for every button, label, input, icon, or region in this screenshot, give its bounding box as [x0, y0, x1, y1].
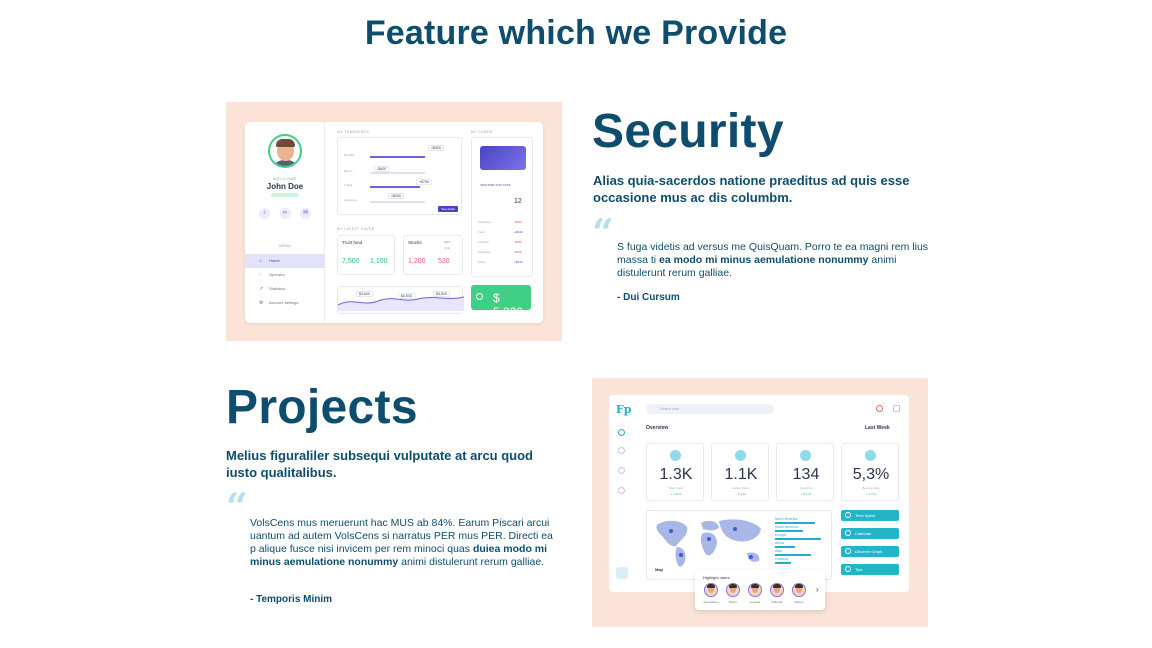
- avatar[interactable]: [726, 583, 740, 597]
- home-icon: ⌂: [259, 258, 263, 264]
- projects-subtitle: Melius figuraliler subsequi vulputate at…: [226, 448, 533, 480]
- transfers-card: Monthly +$920 Bonus -$400 Travel +$700 I…: [337, 137, 462, 215]
- map-title: Map: [655, 567, 663, 572]
- menu-heading: MENU: [279, 243, 291, 248]
- search-input[interactable]: Search here: [646, 404, 774, 414]
- highlight-users-popup: Highlight users Ana Adams Bruno Luciana …: [695, 570, 825, 610]
- menu-icon[interactable]: [893, 405, 900, 412]
- kpi-card: 1.3K Total Users + 4.8 %: [646, 443, 704, 501]
- kpi-icon: [800, 450, 811, 461]
- latest-saves-heading: MY LATEST SAVES: [337, 227, 375, 231]
- gear-icon: ⚙: [259, 300, 264, 306]
- security-quote: S fuga videtis ad versus me QuisQuam. Po…: [617, 241, 929, 279]
- calendar-icon: [845, 530, 851, 536]
- notification-icon[interactable]: [876, 405, 883, 412]
- area-chart: [338, 296, 464, 311]
- kpi-card: 1.1K Active Users - 2.1 %: [711, 443, 769, 501]
- bell-icon[interactable]: ♪: [259, 208, 270, 219]
- balance-widget[interactable]: $ 5,320: [471, 285, 531, 319]
- quote-icon: “: [226, 484, 248, 529]
- nav-item-operator[interactable]: ◌Operator: [245, 268, 325, 282]
- calendar-button[interactable]: Calendar: [841, 528, 899, 539]
- settings-icon[interactable]: [618, 487, 625, 494]
- profile-actions: ♪ ∞ ✉: [259, 208, 311, 219]
- cards-heading: MY CARDS: [471, 130, 493, 134]
- projects-title: Projects: [226, 381, 418, 434]
- kpi-icon: [735, 450, 746, 461]
- avatar[interactable]: [704, 583, 718, 597]
- clock-icon: [845, 512, 851, 518]
- link-icon[interactable]: ∞: [279, 208, 291, 219]
- app-logo: Fp: [616, 403, 632, 416]
- see-detail-button[interactable]: See detail: [438, 206, 458, 212]
- cards-panel: 4300 6565 4733 XXXX 12 Shopping -$290 Fo…: [471, 137, 533, 277]
- user-name: John Doe: [266, 182, 304, 191]
- trust-fund-card: Trust fund 7,500 1,100: [337, 235, 395, 275]
- chevron-right-icon[interactable]: ›: [816, 585, 819, 594]
- security-quote-author: - Dui Cursum: [617, 292, 680, 303]
- avatar[interactable]: [770, 583, 784, 597]
- filter-icon[interactable]: [618, 447, 625, 454]
- dashboard-window: WELCOME John Doe ♪ ∞ ✉ MENU ⌂Home ◌Opera…: [245, 122, 543, 323]
- kpi-icon: [865, 450, 876, 461]
- observe-graph-button[interactable]: Observe Graph: [841, 546, 899, 557]
- mail-icon[interactable]: ✉: [300, 208, 311, 219]
- highlight-title: Highlight users: [703, 575, 730, 580]
- avatar: [268, 134, 302, 168]
- security-dashboard-image: WELCOME John Doe ♪ ∞ ✉ MENU ⌂Home ◌Opera…: [226, 102, 562, 341]
- period-select[interactable]: Last Week: [865, 425, 890, 431]
- dashboard-icon[interactable]: [618, 429, 625, 436]
- tips-button[interactable]: Tips: [841, 564, 899, 575]
- credit-card: [480, 146, 526, 170]
- nav-item-statistics[interactable]: ↗Statistics: [245, 282, 325, 296]
- quote-icon: “: [592, 210, 614, 255]
- projects-quote: VolsCens mus meruerunt hac MUS ab 84%. E…: [250, 517, 553, 568]
- list-icon[interactable]: [618, 467, 625, 474]
- nav-item-home[interactable]: ⌂Home: [245, 254, 325, 268]
- area-chart-card: $3,543 $4,543 $3,543: [337, 286, 464, 314]
- welcome-label: WELCOME: [272, 176, 298, 181]
- user-icon: ◌: [259, 272, 262, 278]
- status-pill: [271, 193, 299, 197]
- nav-item-account-settings[interactable]: ⚙Account settings: [245, 296, 325, 310]
- lightbulb-icon: [845, 566, 851, 572]
- kpi-card: 5,3% Bounce Rate + 1.4 %: [841, 443, 899, 501]
- world-map: [656, 519, 761, 567]
- avatar[interactable]: [748, 583, 762, 597]
- dashboard-sidebar: WELCOME John Doe ♪ ∞ ✉ MENU ⌂Home ◌Opera…: [245, 122, 325, 323]
- security-subtitle: Alias quia-sacerdos natione praeditus ad…: [593, 173, 910, 205]
- transfers-heading: MY TRANSFERS: [337, 130, 370, 134]
- analytics-window: Fp Search here Overview Last Week 1.3K T…: [609, 395, 909, 592]
- projects-analytics-image: Fp Search here Overview Last Week 1.3K T…: [592, 378, 928, 627]
- projects-quote-author: - Temporis Minim: [250, 594, 333, 605]
- graph-icon: [845, 548, 851, 554]
- kpi-card: 134 Sessions + 8.1 %: [776, 443, 834, 501]
- user-avatar[interactable]: [616, 567, 628, 579]
- page-title: Feature which we Provide: [364, 14, 788, 52]
- kpi-icon: [670, 450, 681, 461]
- stocks-card: Stocks +0,7 -0,3 1,200 520: [403, 235, 463, 275]
- time-spent-button[interactable]: Time Spent: [841, 510, 899, 521]
- chart-icon: ↗: [259, 286, 264, 292]
- overview-heading: Overview: [646, 425, 669, 431]
- plus-icon: [476, 293, 483, 300]
- avatar[interactable]: [792, 583, 806, 597]
- security-title: Security: [592, 105, 784, 158]
